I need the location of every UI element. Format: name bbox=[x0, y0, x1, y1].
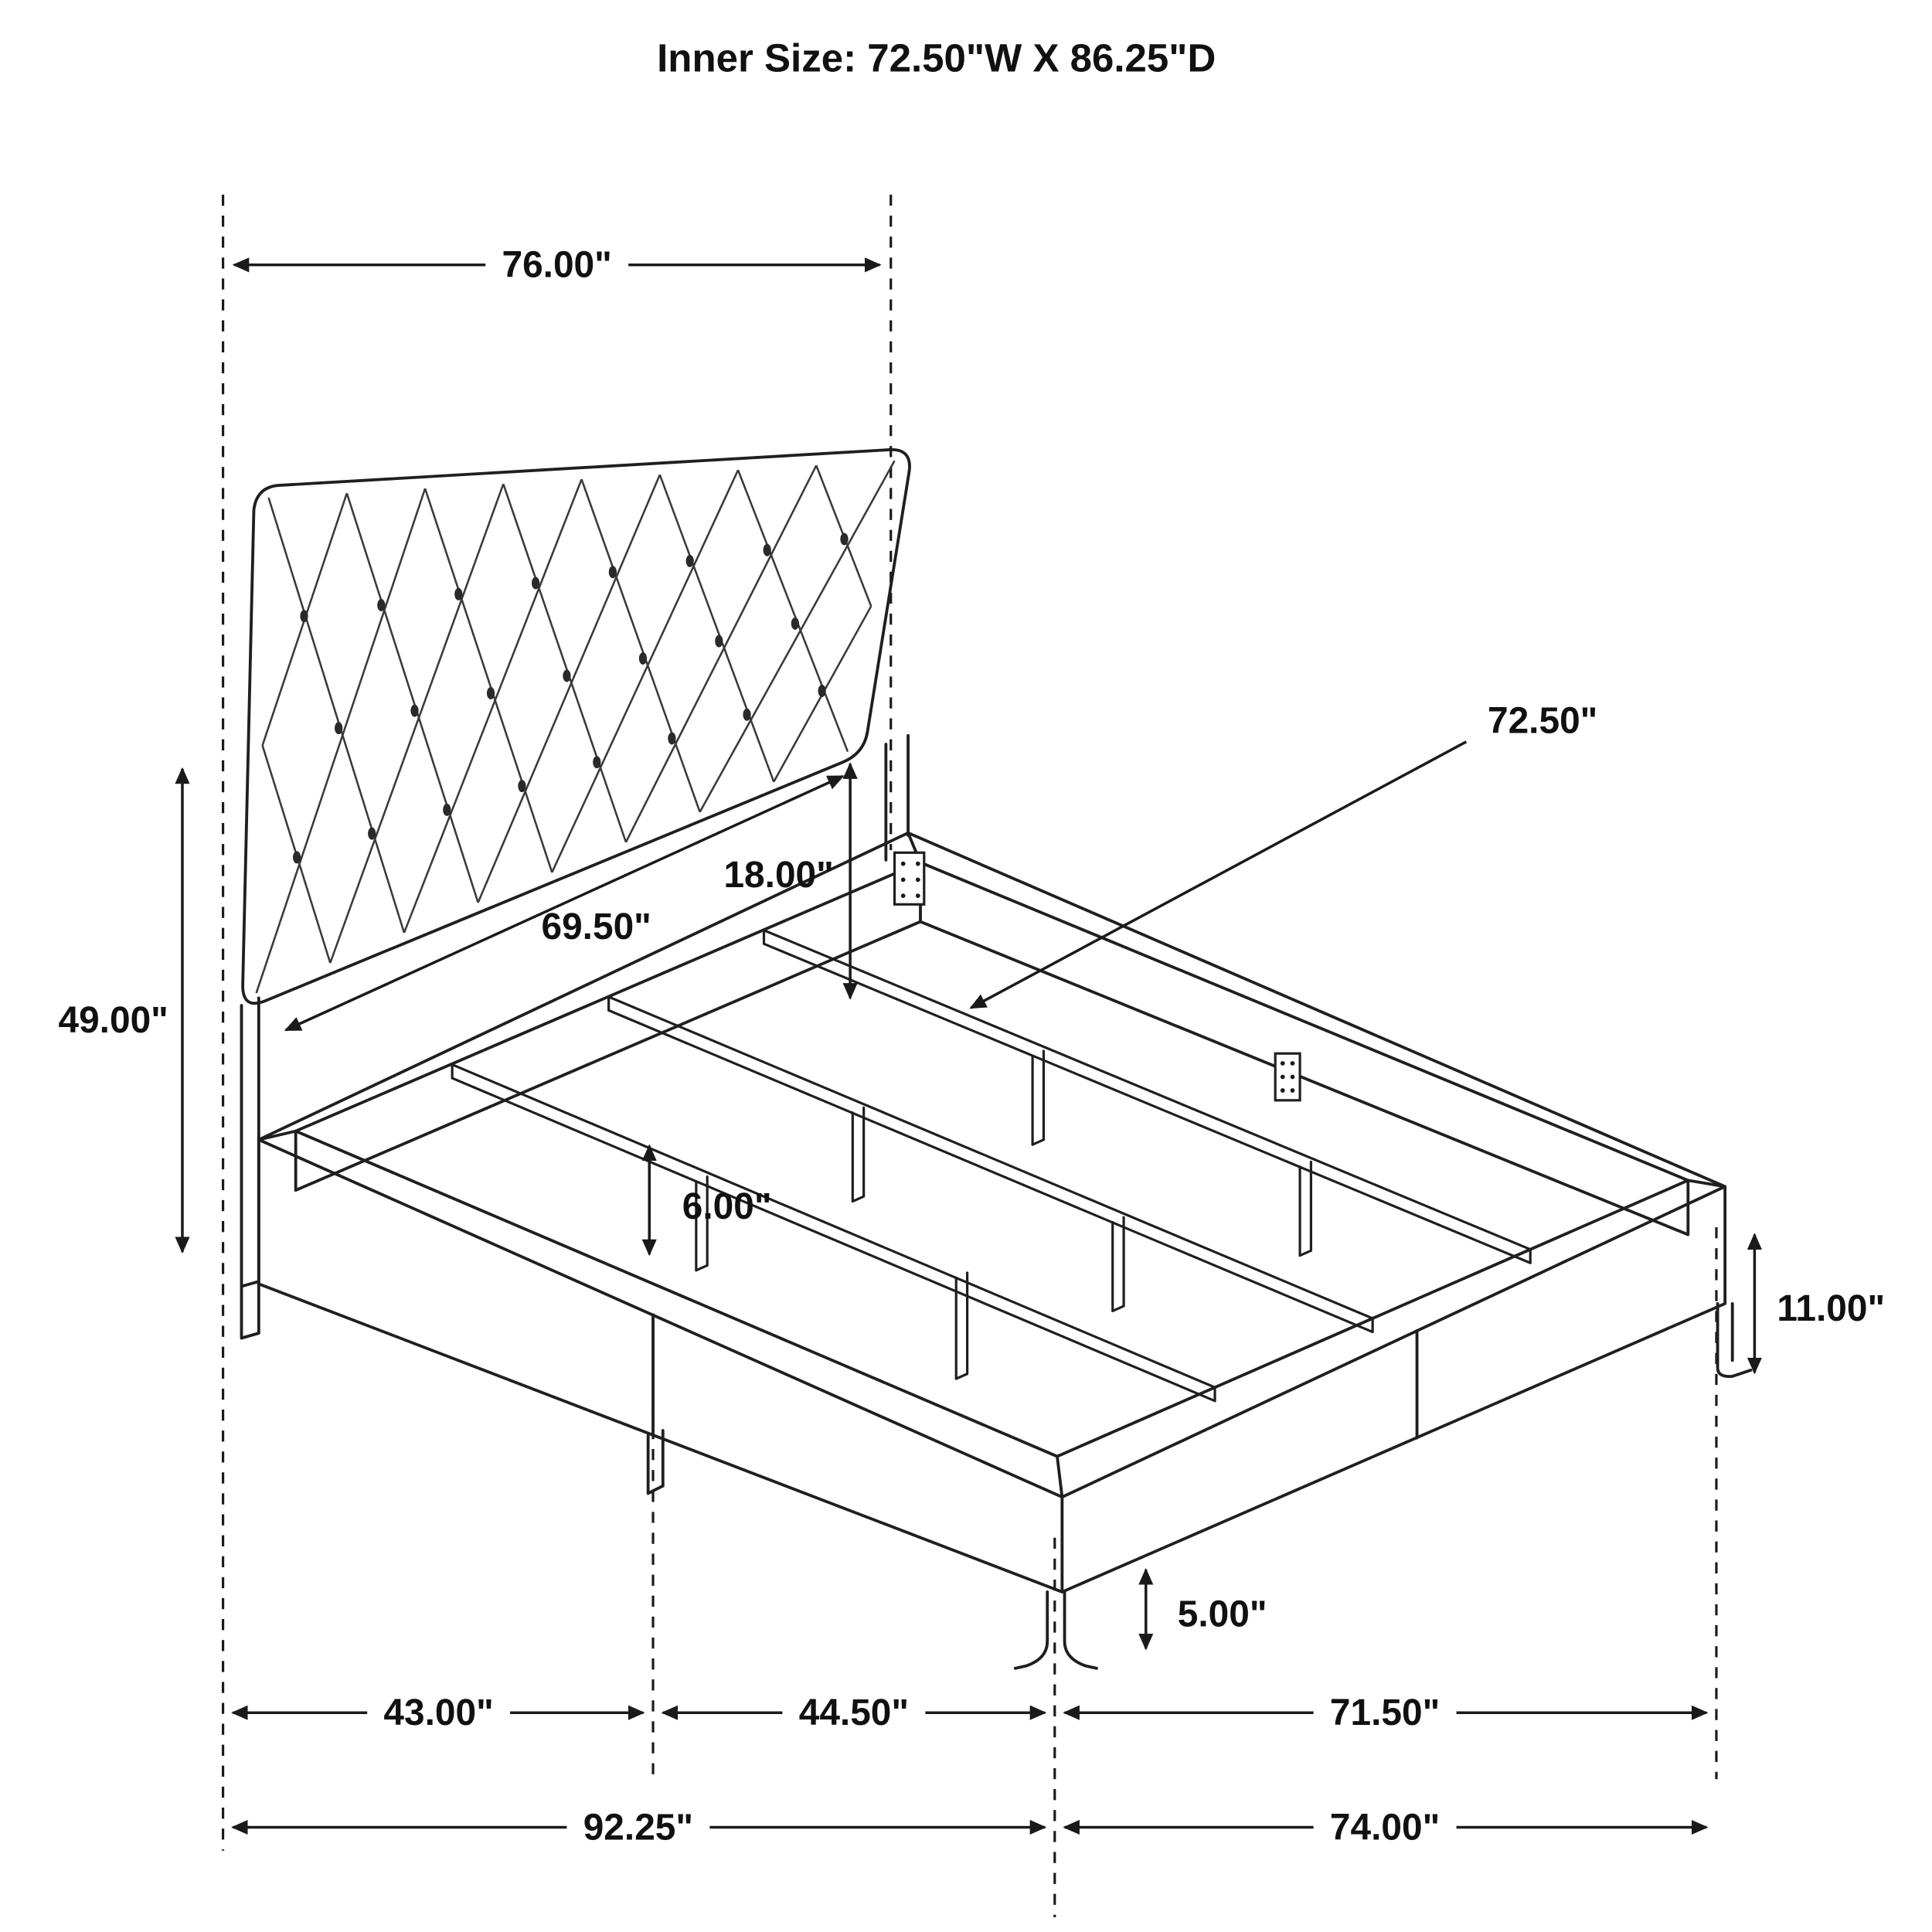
dim-slat-leg-height-label: 6.00" bbox=[682, 1186, 772, 1227]
dim-headboard-width-label: 76.00" bbox=[502, 245, 611, 286]
dim-overall-width: 74.00" bbox=[1063, 1804, 1709, 1850]
dim-side-rail-height: 11.00" bbox=[1747, 1233, 1885, 1375]
dim-leg-height-label: 5.00" bbox=[1178, 1594, 1267, 1635]
mounting-bracket-head bbox=[893, 851, 926, 906]
headboard-right-post bbox=[884, 733, 910, 862]
dim-headboard-width: 76.00" bbox=[232, 243, 882, 287]
dim-segment-left-label: 43.00" bbox=[383, 1692, 493, 1733]
dim-segment-middle-label: 44.50" bbox=[799, 1692, 909, 1733]
dim-segment-middle: 44.50" bbox=[661, 1690, 1047, 1735]
bed-frame bbox=[257, 831, 1727, 1594]
dim-overall-length: 92.25" bbox=[231, 1804, 1047, 1850]
dim-inner-width: 72.50" bbox=[969, 699, 1614, 1009]
headboard-left-post bbox=[240, 996, 260, 1340]
dim-side-rail-height-label: 11.00" bbox=[1777, 1288, 1885, 1329]
dim-leg-height: 5.00" bbox=[1138, 1567, 1267, 1651]
dim-segment-right: 71.50" bbox=[1063, 1690, 1709, 1735]
support-rail-legs bbox=[695, 1049, 1313, 1380]
dim-overall-width-label: 74.00" bbox=[1330, 1807, 1440, 1848]
dim-panel-width-label: 69.50" bbox=[541, 906, 651, 947]
dim-overall-length-label: 92.25" bbox=[583, 1807, 693, 1848]
support-rails bbox=[451, 929, 1532, 1403]
bed-structure bbox=[240, 448, 1753, 1670]
dim-headboard-height-label: 49.00" bbox=[58, 1000, 168, 1041]
dim-segment-right-label: 71.50" bbox=[1330, 1692, 1440, 1733]
dim-inner-width-label: 72.50" bbox=[1488, 701, 1597, 742]
diagram-title: Inner Size: 72.50"W X 86.25"D bbox=[657, 36, 1216, 80]
frame-legs bbox=[646, 1301, 1753, 1670]
dim-slat-leg-height: 6.00" bbox=[641, 1144, 772, 1257]
extension-lines bbox=[221, 194, 1718, 1917]
dim-headboard-to-rail: 18.00" bbox=[723, 762, 858, 1000]
dim-panel-width: 69.50" bbox=[284, 774, 845, 1032]
headboard-panel bbox=[241, 448, 911, 1005]
dim-headboard-height: 49.00" bbox=[58, 767, 190, 1254]
mounting-bracket-rail bbox=[1274, 1052, 1301, 1102]
dim-headboard-to-rail-label: 18.00" bbox=[723, 855, 833, 896]
dim-segment-left: 43.00" bbox=[231, 1690, 645, 1735]
dimension-annotations: 76.00" 69.50" 49.00" 18.00" 72.50" 6.00"… bbox=[58, 243, 1885, 1850]
